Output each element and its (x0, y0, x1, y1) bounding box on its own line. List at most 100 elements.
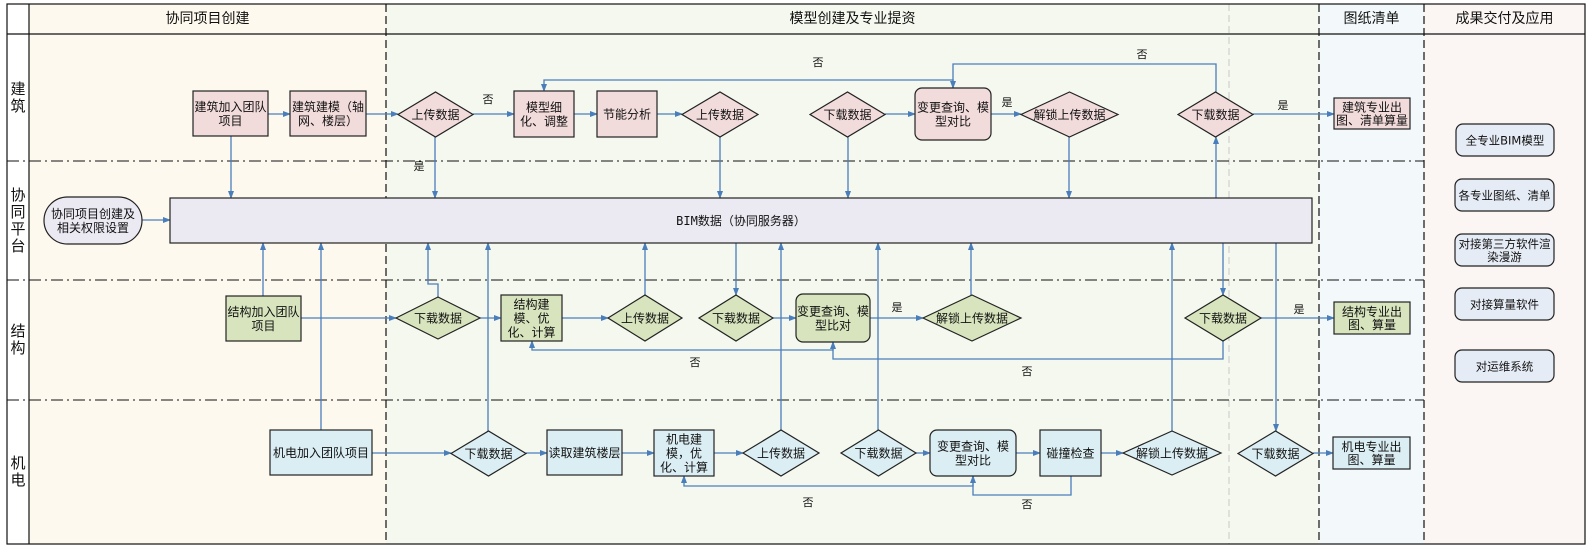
node-label-line: 项目 (251, 319, 275, 333)
branch-label-no: 否 (803, 496, 814, 509)
node-label-line: 机电建 (666, 433, 702, 447)
node-label-line: 解锁上传数据 (1033, 107, 1105, 122)
branch-label-no: 否 (1137, 48, 1148, 61)
node-label-line: 化、计算 (507, 325, 555, 340)
node-label-line: 上传数据 (411, 107, 459, 122)
column-header-collab-project: 协同项目创建 (165, 11, 250, 27)
node-deliv-render: 对接第三方软件渲染漫游 (1454, 233, 1555, 267)
process-shape (1455, 123, 1555, 157)
node-deliv-quantity: 对接算量软件 (1454, 287, 1555, 321)
node-struct-download-3-decision: 下载数据 (1183, 294, 1263, 342)
process-shape (1039, 429, 1102, 477)
branch-label-no: 否 (483, 93, 494, 106)
decision-shape (921, 294, 1023, 342)
node-label-line: 对接第三方软件渲 (1459, 237, 1551, 251)
node-struct-download-2-decision: 下载数据 (697, 294, 775, 342)
process-shape (500, 294, 563, 342)
node-label: 上传数据 (696, 107, 744, 122)
node-label-line: 下载数据 (414, 311, 462, 326)
process-shape (269, 429, 373, 476)
decision-shape (396, 91, 475, 138)
node-label-line: 节能分析 (603, 108, 651, 122)
decision-shape (1176, 91, 1255, 138)
node-label: 对接第三方软件渲染漫游 (1459, 237, 1551, 264)
node-label-line: 对运维系统 (1476, 360, 1534, 374)
node-layer: 建筑加入团队项目建筑建模（轴网、楼层）上传数据模型细化、调整节能分析上传数据下载… (43, 87, 1555, 477)
process-shape (1333, 301, 1411, 335)
branch-label-no: 否 (1022, 365, 1033, 378)
node-label-line: 对接算量软件 (1470, 298, 1539, 312)
node-label-line: 化、计算 (660, 460, 708, 475)
node-mep-upload-decision: 上传数据 (741, 429, 821, 477)
node-label: 机电加入团队项目 (273, 445, 369, 460)
node-label: 变更查询、模型对比 (937, 439, 1009, 468)
node-label: 下载数据 (464, 446, 512, 461)
branch-label-no: 否 (1022, 498, 1033, 511)
decision-shape (697, 294, 775, 342)
node-label: 结构建模、优化、计算 (507, 297, 555, 340)
node-arch-download-1-decision: 下载数据 (808, 91, 887, 138)
process-shape (169, 197, 1313, 244)
node-label: 建筑加入团队项目 (194, 99, 266, 128)
node-label-line: 下载数据 (823, 107, 871, 122)
terminator-shape (43, 196, 143, 245)
node-label-line: 化、调整 (520, 114, 568, 129)
node-struct-output: 结构专业出图、算量 (1333, 301, 1411, 335)
lane-label-structure: 结构 (8, 323, 27, 357)
node-label-line: 模型细 (526, 101, 562, 115)
branch-label-layer: 否是否否是是否是否是否否 (414, 48, 1305, 511)
node-arch-upload-1-decision: 上传数据 (396, 91, 475, 138)
diagram-frame (6, 3, 1586, 545)
node-deliv-drawings: 各专业图纸、清单 (1454, 178, 1555, 212)
decision-shape (808, 91, 887, 138)
node-mep-download-3-decision: 下载数据 (1236, 430, 1315, 477)
node-label-line: 图、清单算量 (1336, 113, 1408, 128)
node-label: 各专业图纸、清单 (1459, 189, 1551, 203)
process-shape (596, 90, 658, 138)
connector-arrow (950, 63, 1217, 92)
node-label: 建筑建模（轴网、楼层） (292, 99, 364, 128)
process-shape (1454, 233, 1555, 267)
process-shape (929, 429, 1017, 477)
branch-label-no: 否 (813, 56, 824, 69)
node-label-line: 项目 (218, 114, 242, 128)
node-label-line: 碰撞检查 (1046, 446, 1094, 461)
connector-arrow (970, 475, 1072, 496)
node-arch-join: 建筑加入团队项目 (192, 90, 269, 137)
node-label-line: 解锁上传数据 (1136, 446, 1208, 461)
node-arch-compare: 变更查询、模型对比 (914, 87, 992, 141)
decision-shape (394, 296, 482, 340)
node-arch-upload-2-decision: 上传数据 (680, 91, 760, 138)
node-label: 下载数据 (1199, 311, 1247, 326)
process-shape (795, 293, 871, 343)
node-label: 全专业BIM模型 (1466, 134, 1545, 148)
node-label: 变更查询、模型对比 (917, 100, 989, 129)
node-label: 下载数据 (823, 107, 871, 122)
node-label-line: 下载数据 (854, 446, 902, 461)
node-label: 模型细化、调整 (520, 101, 568, 129)
node-label-line: 建筑专业出 (1342, 100, 1402, 115)
node-label: 解锁上传数据 (1136, 446, 1208, 461)
node-label-line: 读取建筑楼层 (548, 445, 620, 460)
process-shape (513, 90, 575, 138)
node-label: 上传数据 (757, 446, 805, 461)
node-label: 机电专业出图、算量 (1341, 439, 1401, 467)
node-label-line: 各专业图纸、清单 (1459, 189, 1551, 203)
node-label: 节能分析 (603, 108, 651, 122)
node-label: 建筑专业出图、清单算量 (1336, 100, 1408, 128)
node-label-line: 型比对 (815, 319, 851, 333)
decision-shape (449, 430, 528, 477)
node-arch-output: 建筑专业出图、清单算量 (1333, 97, 1411, 130)
connector-layer (142, 63, 1335, 496)
node-label-line: 图、算量 (1347, 452, 1395, 467)
branch-label-yes: 是 (1294, 303, 1305, 316)
process-shape (653, 429, 715, 477)
node-mep-read-floors: 读取建筑楼层 (546, 429, 623, 476)
node-label-line: 模，优 (666, 447, 702, 461)
lane-label-platform: 协同平台 (8, 186, 27, 255)
node-label: 对接算量软件 (1470, 298, 1539, 312)
branch-label-yes: 是 (892, 301, 903, 314)
process-shape (1454, 287, 1555, 321)
node-label-line: 结构专业出 (1342, 304, 1402, 319)
